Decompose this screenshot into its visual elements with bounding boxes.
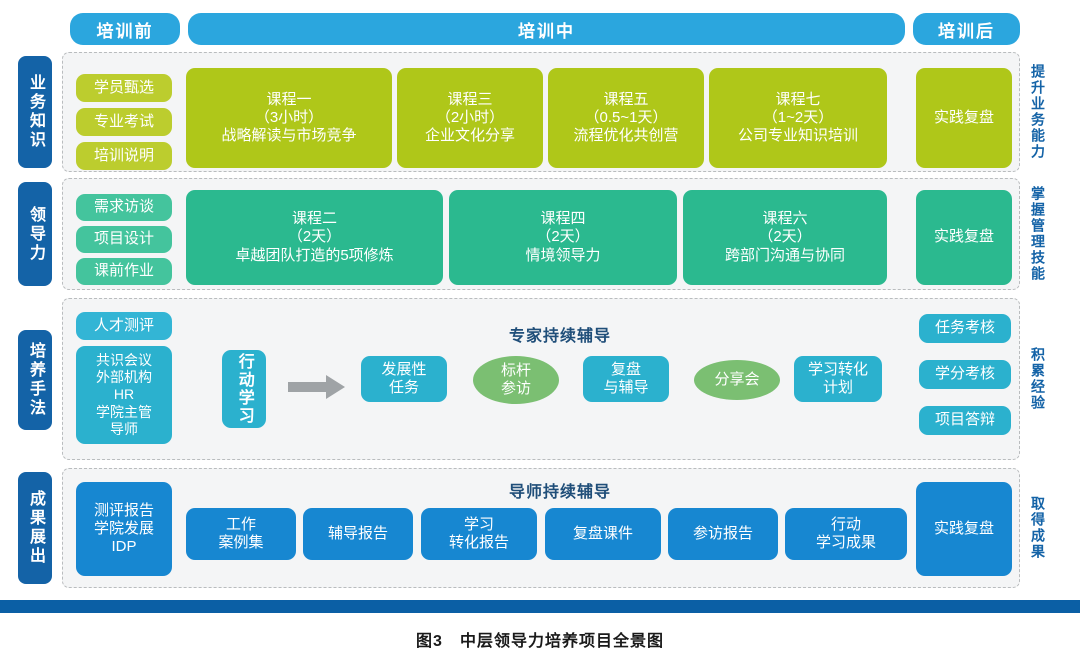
- figure-caption: 图3 中层领导力培养项目全景图: [416, 633, 664, 650]
- row2-course-1[interactable]: 课程四 （2天） 情境领导力: [449, 190, 677, 285]
- row3-post-item-1[interactable]: 学分考核: [919, 360, 1011, 389]
- arrow-right-icon: [288, 374, 346, 400]
- row2-course-2[interactable]: 课程六 （2天） 跨部门沟通与协同: [683, 190, 887, 285]
- outcome-label-business-capability: 提升业务能力: [1030, 64, 1046, 160]
- row4-item-2[interactable]: 学习 转化报告: [421, 508, 537, 560]
- row3-section-title: 专家持续辅导: [508, 328, 611, 345]
- row3-action-learning[interactable]: 行动学习: [222, 350, 266, 428]
- phase-bar-post: 培训后: [913, 13, 1020, 45]
- row4-item-4[interactable]: 参访报告: [668, 508, 778, 560]
- row1-course-2[interactable]: 课程五 （0.5~1天） 流程优化共创营: [548, 68, 704, 168]
- row3-step-3[interactable]: 分享会: [694, 360, 780, 400]
- row3-step-1[interactable]: 标杆 参访: [473, 356, 559, 404]
- row1-pre-item-1[interactable]: 专业考试: [76, 108, 172, 136]
- row2-pre-item-0[interactable]: 需求访谈: [76, 194, 172, 221]
- row2-pre-item-1[interactable]: 项目设计: [76, 226, 172, 253]
- row1-course-3[interactable]: 课程七 （1~2天） 公司专业知识培训: [709, 68, 887, 168]
- row3-pre-item-0[interactable]: 人才测评: [76, 312, 172, 340]
- row1-course-0[interactable]: 课程一 （3小时） 战略解读与市场竞争: [186, 68, 392, 168]
- row2-course-0[interactable]: 课程二 （2天） 卓越团队打造的5项修炼: [186, 190, 443, 285]
- row2-pre-item-2[interactable]: 课前作业: [76, 258, 172, 285]
- row3-step-2[interactable]: 复盘 与辅导: [583, 356, 669, 402]
- row4-item-0[interactable]: 工作 案例集: [186, 508, 296, 560]
- category-tab-development-methods: 培养手法: [18, 330, 52, 430]
- row4-pre-item-0[interactable]: 测评报告 学院发展 IDP: [76, 482, 172, 576]
- row1-post-item-0[interactable]: 实践复盘: [916, 68, 1012, 168]
- row3-step-0[interactable]: 发展性 任务: [361, 356, 447, 402]
- outcome-label-accumulate-experience: 积累经验: [1030, 347, 1046, 411]
- row3-post-item-2[interactable]: 项目答辩: [919, 406, 1011, 435]
- row3-post-item-0[interactable]: 任务考核: [919, 314, 1011, 343]
- outcome-label-management-skills: 掌握管理技能: [1030, 186, 1046, 282]
- row2-post-item-0[interactable]: 实践复盘: [916, 190, 1012, 285]
- row3-step-4[interactable]: 学习转化 计划: [794, 356, 882, 402]
- row4-item-3[interactable]: 复盘课件: [545, 508, 661, 560]
- footer-bar: [0, 600, 1080, 613]
- category-tab-results-showcase: 成果展出: [18, 472, 52, 584]
- row4-section-title: 导师持续辅导: [508, 484, 611, 501]
- row1-pre-item-2[interactable]: 培训说明: [76, 142, 172, 170]
- phase-bar-pre: 培训前: [70, 13, 180, 45]
- phase-bar-during: 培训中: [188, 13, 905, 45]
- category-tab-business-knowledge: 业务知识: [18, 56, 52, 168]
- row4-post-item-0[interactable]: 实践复盘: [916, 482, 1012, 576]
- row3-pre-item-1[interactable]: 共识会议 外部机构 HR 学院主管 导师: [76, 346, 172, 444]
- row1-course-1[interactable]: 课程三 （2小时） 企业文化分享: [397, 68, 543, 168]
- category-tab-leadership: 领导力: [18, 182, 52, 286]
- row4-item-1[interactable]: 辅导报告: [303, 508, 413, 560]
- row1-pre-item-0[interactable]: 学员甄选: [76, 74, 172, 102]
- row4-item-5[interactable]: 行动 学习成果: [785, 508, 907, 560]
- outcome-label-achieve-results: 取得成果: [1030, 496, 1046, 560]
